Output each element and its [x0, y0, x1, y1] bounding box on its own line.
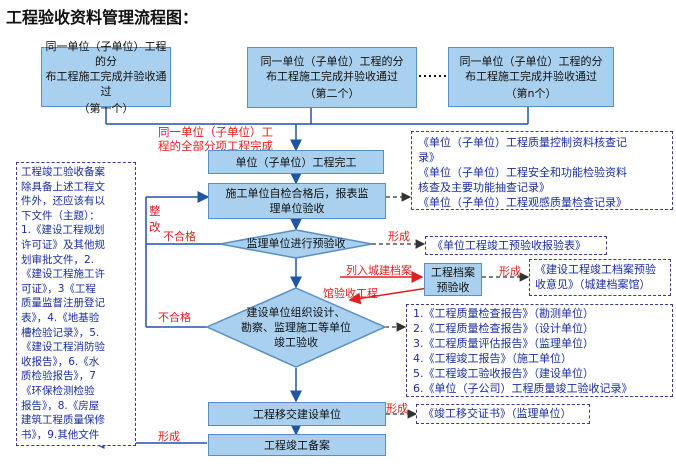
to-archive-label: 列入城建档案	[346, 264, 412, 277]
filing-requirements-text: 工程竣工验收备案 除具备上述工程文 件外，还应该有以 下文件（主题）： 1.《建…	[21, 166, 105, 441]
archive-accept-label: 馆验收工程	[323, 287, 378, 300]
checklist-note: 《单位（子单位）工程质量控制资料核查记 录》 《单位（子单位）工程安全和功能检验…	[411, 131, 673, 210]
pre-acceptance-diamond: 监理单位进行预验收	[246, 237, 346, 250]
form-label-record: 形成	[158, 430, 180, 443]
page-title: 工程验收资料管理流程图：	[6, 8, 199, 27]
fail-label-pre: 不合格	[163, 230, 196, 243]
record-filing-box: 工程竣工备案	[208, 434, 386, 456]
filing-requirements-note	[16, 162, 136, 446]
handover-box: 工程移交建设单位	[208, 402, 386, 426]
archive-pre-accept-box: 工程档案 预验收	[424, 263, 482, 296]
self-check-box: 施工单位自检合格后，报表监 理单位验收	[208, 183, 386, 219]
rectify-label: 整 改	[149, 204, 161, 234]
project-complete-box: 单位（子单位）工程完工	[208, 150, 384, 174]
fail-label-final: 不合格	[158, 311, 191, 324]
final-acceptance-diamond: 建设单位组织设计、 勘察、监理施工等单位 竣工验收	[241, 306, 351, 349]
form-label-handover: 形成	[386, 402, 408, 415]
handover-cert-note: 《竣工移交证书》（监理单位）	[416, 404, 590, 424]
all-items-complete-note: 同一单位（子单位）工 程的全部分项工程完成	[158, 125, 273, 153]
pre-accept-report-note: 《单位工程竣工预验收报验表》	[425, 236, 607, 255]
top-box-first: 同一单位（子单位）工程的分 布工程施工完成并验收通过 （第一个）	[41, 40, 171, 115]
top-box-second: 同一单位（子单位）工程的分 布工程施工完成并验收通过 （第二个）	[247, 47, 417, 108]
form-label-archive: 形成	[499, 265, 521, 278]
top-box-nth: 同一单位（子单位）工程的分 布工程施工完成并验收通过 （第n个）	[448, 47, 614, 107]
acceptance-reports-note: 1.《工程质量检查报告》（勘测单位） 2.《工程质量检查报告》（设计单位） 3.…	[406, 304, 673, 397]
form-label-pre: 形成	[388, 230, 410, 243]
archive-opinion-note: 《建设工程竣工档案预验 收意见》（城建档案馆）	[529, 259, 671, 296]
